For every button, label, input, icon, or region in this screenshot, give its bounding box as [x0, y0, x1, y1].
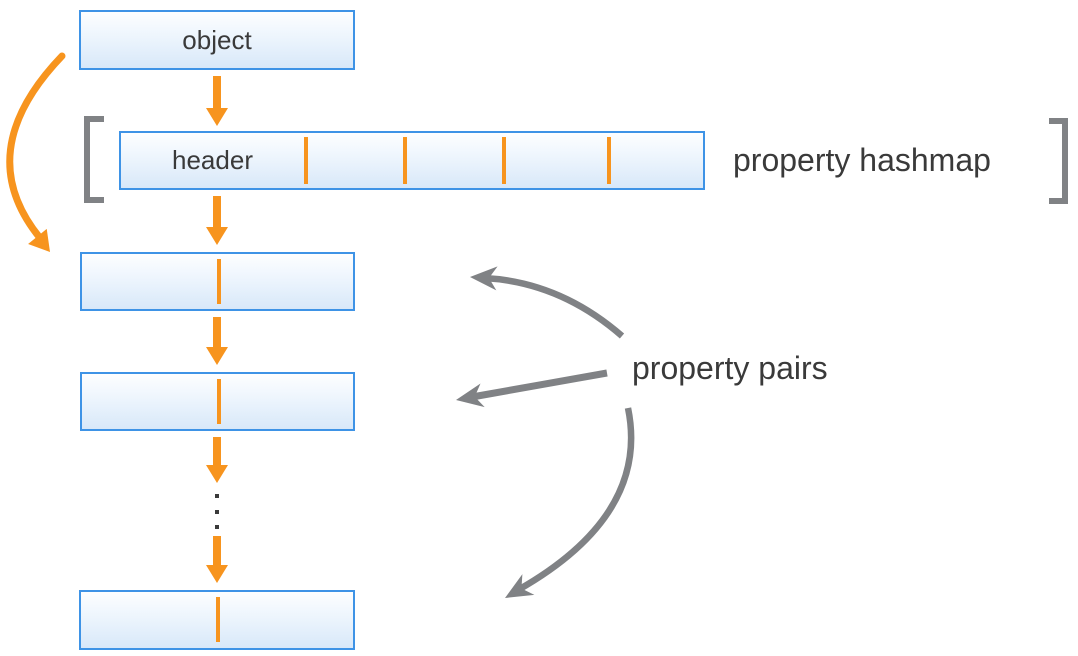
property-pair-node [79, 590, 355, 650]
hashmap-header-node: header [119, 131, 705, 190]
flow-arrow-ellipsis-to-pair3-icon [206, 536, 228, 583]
hashmap-slot-divider [403, 137, 407, 184]
vertical-ellipsis-dot [215, 510, 219, 514]
flow-arrow-header-to-pair1-icon [206, 196, 228, 245]
header-node-label: header [172, 145, 253, 175]
pair-slot-divider [216, 597, 220, 642]
flow-arrow-pair2-to-ellipsis-icon [206, 437, 228, 483]
right-bracket-icon [1049, 118, 1068, 204]
pairs-pointer-middle-icon [456, 369, 608, 408]
left-bracket-icon [84, 116, 104, 203]
bypass-curved-arrow-icon [6, 52, 66, 252]
pairs-pointer-lower-icon [505, 407, 635, 598]
property-pair-node [80, 372, 355, 431]
object-node: object [79, 10, 355, 70]
property-pairs-label: property pairs [632, 350, 828, 386]
vertical-ellipsis-dot [215, 525, 219, 529]
flow-arrow-pair1-to-pair2-icon [206, 317, 228, 365]
property-hashmap-label: property hashmap [733, 142, 991, 178]
vertical-ellipsis-dot [215, 494, 219, 498]
flow-arrow-object-to-header-icon [206, 76, 228, 126]
hashmap-slot-divider [502, 137, 506, 184]
property-pair-node [80, 252, 355, 311]
pair-slot-divider [217, 379, 221, 424]
hashmap-slot-divider [607, 137, 611, 184]
object-node-label: object [182, 24, 252, 55]
pair-slot-divider [217, 259, 221, 304]
pairs-pointer-upper-icon [470, 266, 625, 339]
hashmap-slot-divider [304, 137, 308, 184]
